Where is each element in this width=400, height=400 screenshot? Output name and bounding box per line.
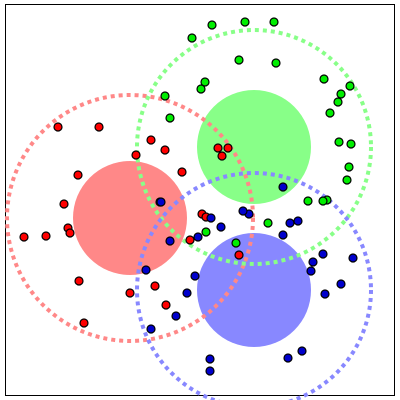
cluster-1-point-13 [325, 108, 335, 118]
cluster-0-point-15 [65, 228, 75, 238]
cluster-0-point-1 [94, 122, 104, 132]
cluster-1-point-5 [271, 58, 281, 68]
cluster-0-range-circle [5, 93, 255, 343]
cluster-2-point-5 [216, 222, 226, 232]
cluster-1-point-18 [342, 175, 352, 185]
cluster-1-point-1 [207, 20, 217, 30]
cluster-0-point-10 [59, 199, 69, 209]
cluster-1-point-17 [344, 162, 354, 172]
cluster-1-point-3 [269, 17, 279, 27]
cluster-2-point-7 [293, 216, 303, 226]
cluster-0-point-19 [234, 250, 244, 260]
cluster-2-point-6 [285, 218, 295, 228]
cluster-0-point-24 [79, 318, 89, 328]
cluster-2-point-1 [156, 197, 166, 207]
cluster-2-point-19 [320, 289, 330, 299]
cluster-2-point-11 [318, 249, 328, 259]
cluster-0-core-area [73, 161, 187, 275]
cluster-2-point-25 [205, 366, 215, 376]
cluster-1-point-2 [240, 17, 250, 27]
cluster-2-point-24 [205, 354, 215, 364]
cluster-0-point-21 [150, 281, 160, 291]
cluster-1-point-7 [196, 84, 206, 94]
cluster-2-range-circle [135, 171, 373, 400]
cluster-1-point-8 [319, 74, 329, 84]
cluster-2-point-4 [206, 213, 216, 223]
cluster-2-point-15 [141, 265, 151, 275]
cluster-1-point-23 [201, 227, 211, 237]
cluster-1-point-4 [234, 55, 244, 65]
cluster-2-point-17 [336, 279, 346, 289]
cluster-1-point-15 [334, 137, 344, 147]
cluster-0-point-4 [160, 145, 170, 155]
cluster-0-point-0 [53, 122, 63, 132]
cluster-0-point-23 [161, 300, 171, 310]
cluster-0-point-6 [177, 167, 187, 177]
cluster-2-point-21 [146, 324, 156, 334]
cluster-2-point-16 [190, 271, 200, 281]
cluster-1-point-21 [303, 196, 313, 206]
cluster-2-point-18 [182, 288, 192, 298]
cluster-range-circles [5, 28, 373, 400]
cluster-1-point-24 [231, 238, 241, 248]
cluster-0-point-9 [217, 151, 227, 161]
cluster-2-point-3 [238, 206, 248, 216]
cluster-0-point-2 [131, 150, 141, 160]
cluster-0-point-5 [73, 170, 83, 180]
cluster-2-point-0 [278, 182, 288, 192]
cluster-2-point-23 [283, 353, 293, 363]
cluster-0-point-18 [185, 235, 195, 245]
cluster-1-point-16 [346, 139, 356, 149]
cluster-0-point-17 [41, 231, 51, 241]
data-points [19, 17, 358, 376]
cluster-0-point-3 [146, 135, 156, 145]
cluster-2-point-12 [348, 253, 358, 263]
cluster-2-point-9 [165, 236, 175, 246]
cluster-2-point-8 [278, 230, 288, 240]
cluster-0-point-20 [74, 276, 84, 286]
cluster-0-point-16 [19, 232, 29, 242]
cluster-1-point-12 [160, 91, 170, 101]
cluster-1-point-11 [333, 97, 343, 107]
cluster-2-point-13 [308, 257, 318, 267]
cluster-1-point-20 [318, 196, 328, 206]
cluster-2-core-area [197, 233, 311, 347]
cluster-1-point-9 [345, 81, 355, 91]
cluster-2-point-20 [171, 311, 181, 321]
cluster-0-point-8 [223, 143, 233, 153]
cluster-2-point-10 [193, 232, 203, 242]
cluster-1-point-6 [200, 77, 210, 87]
cluster-1-point-0 [187, 33, 197, 43]
cluster-0-point-7 [213, 143, 223, 153]
cluster-1-point-10 [336, 89, 346, 99]
cluster-2-point-14 [306, 266, 316, 276]
cluster-0-point-22 [125, 288, 135, 298]
cluster-1-range-circle [135, 28, 373, 266]
cluster-1-point-22 [263, 218, 273, 228]
cluster-2-point-22 [297, 346, 307, 356]
cluster-1-point-14 [165, 113, 175, 123]
